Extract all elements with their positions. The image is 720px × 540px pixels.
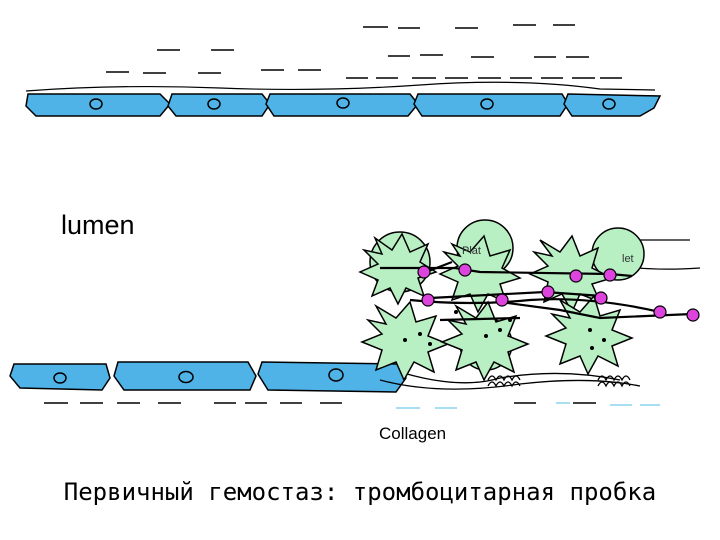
upper-endothelium	[25, 93, 662, 117]
activated-platelets	[358, 232, 635, 382]
collagen-fibers	[379, 371, 641, 390]
exposed-dashes	[396, 402, 660, 409]
lower-nuclei	[53, 368, 344, 384]
platelet-text-fragment-2: let	[622, 253, 634, 265]
lower-endothelium	[9, 361, 407, 393]
figure-caption: Первичный гемостаз: тромбоцитарная пробк…	[63, 478, 657, 506]
upper-nuclei	[89, 97, 616, 110]
platelet-text-fragment: Plat	[462, 245, 481, 257]
collagen-label: Collagen	[379, 424, 447, 443]
fibrinogen-nodes	[417, 263, 700, 322]
fibrin-strands	[380, 260, 693, 322]
upper-flow-dashes	[106, 24, 622, 79]
lumen-label: lumen	[61, 210, 135, 240]
